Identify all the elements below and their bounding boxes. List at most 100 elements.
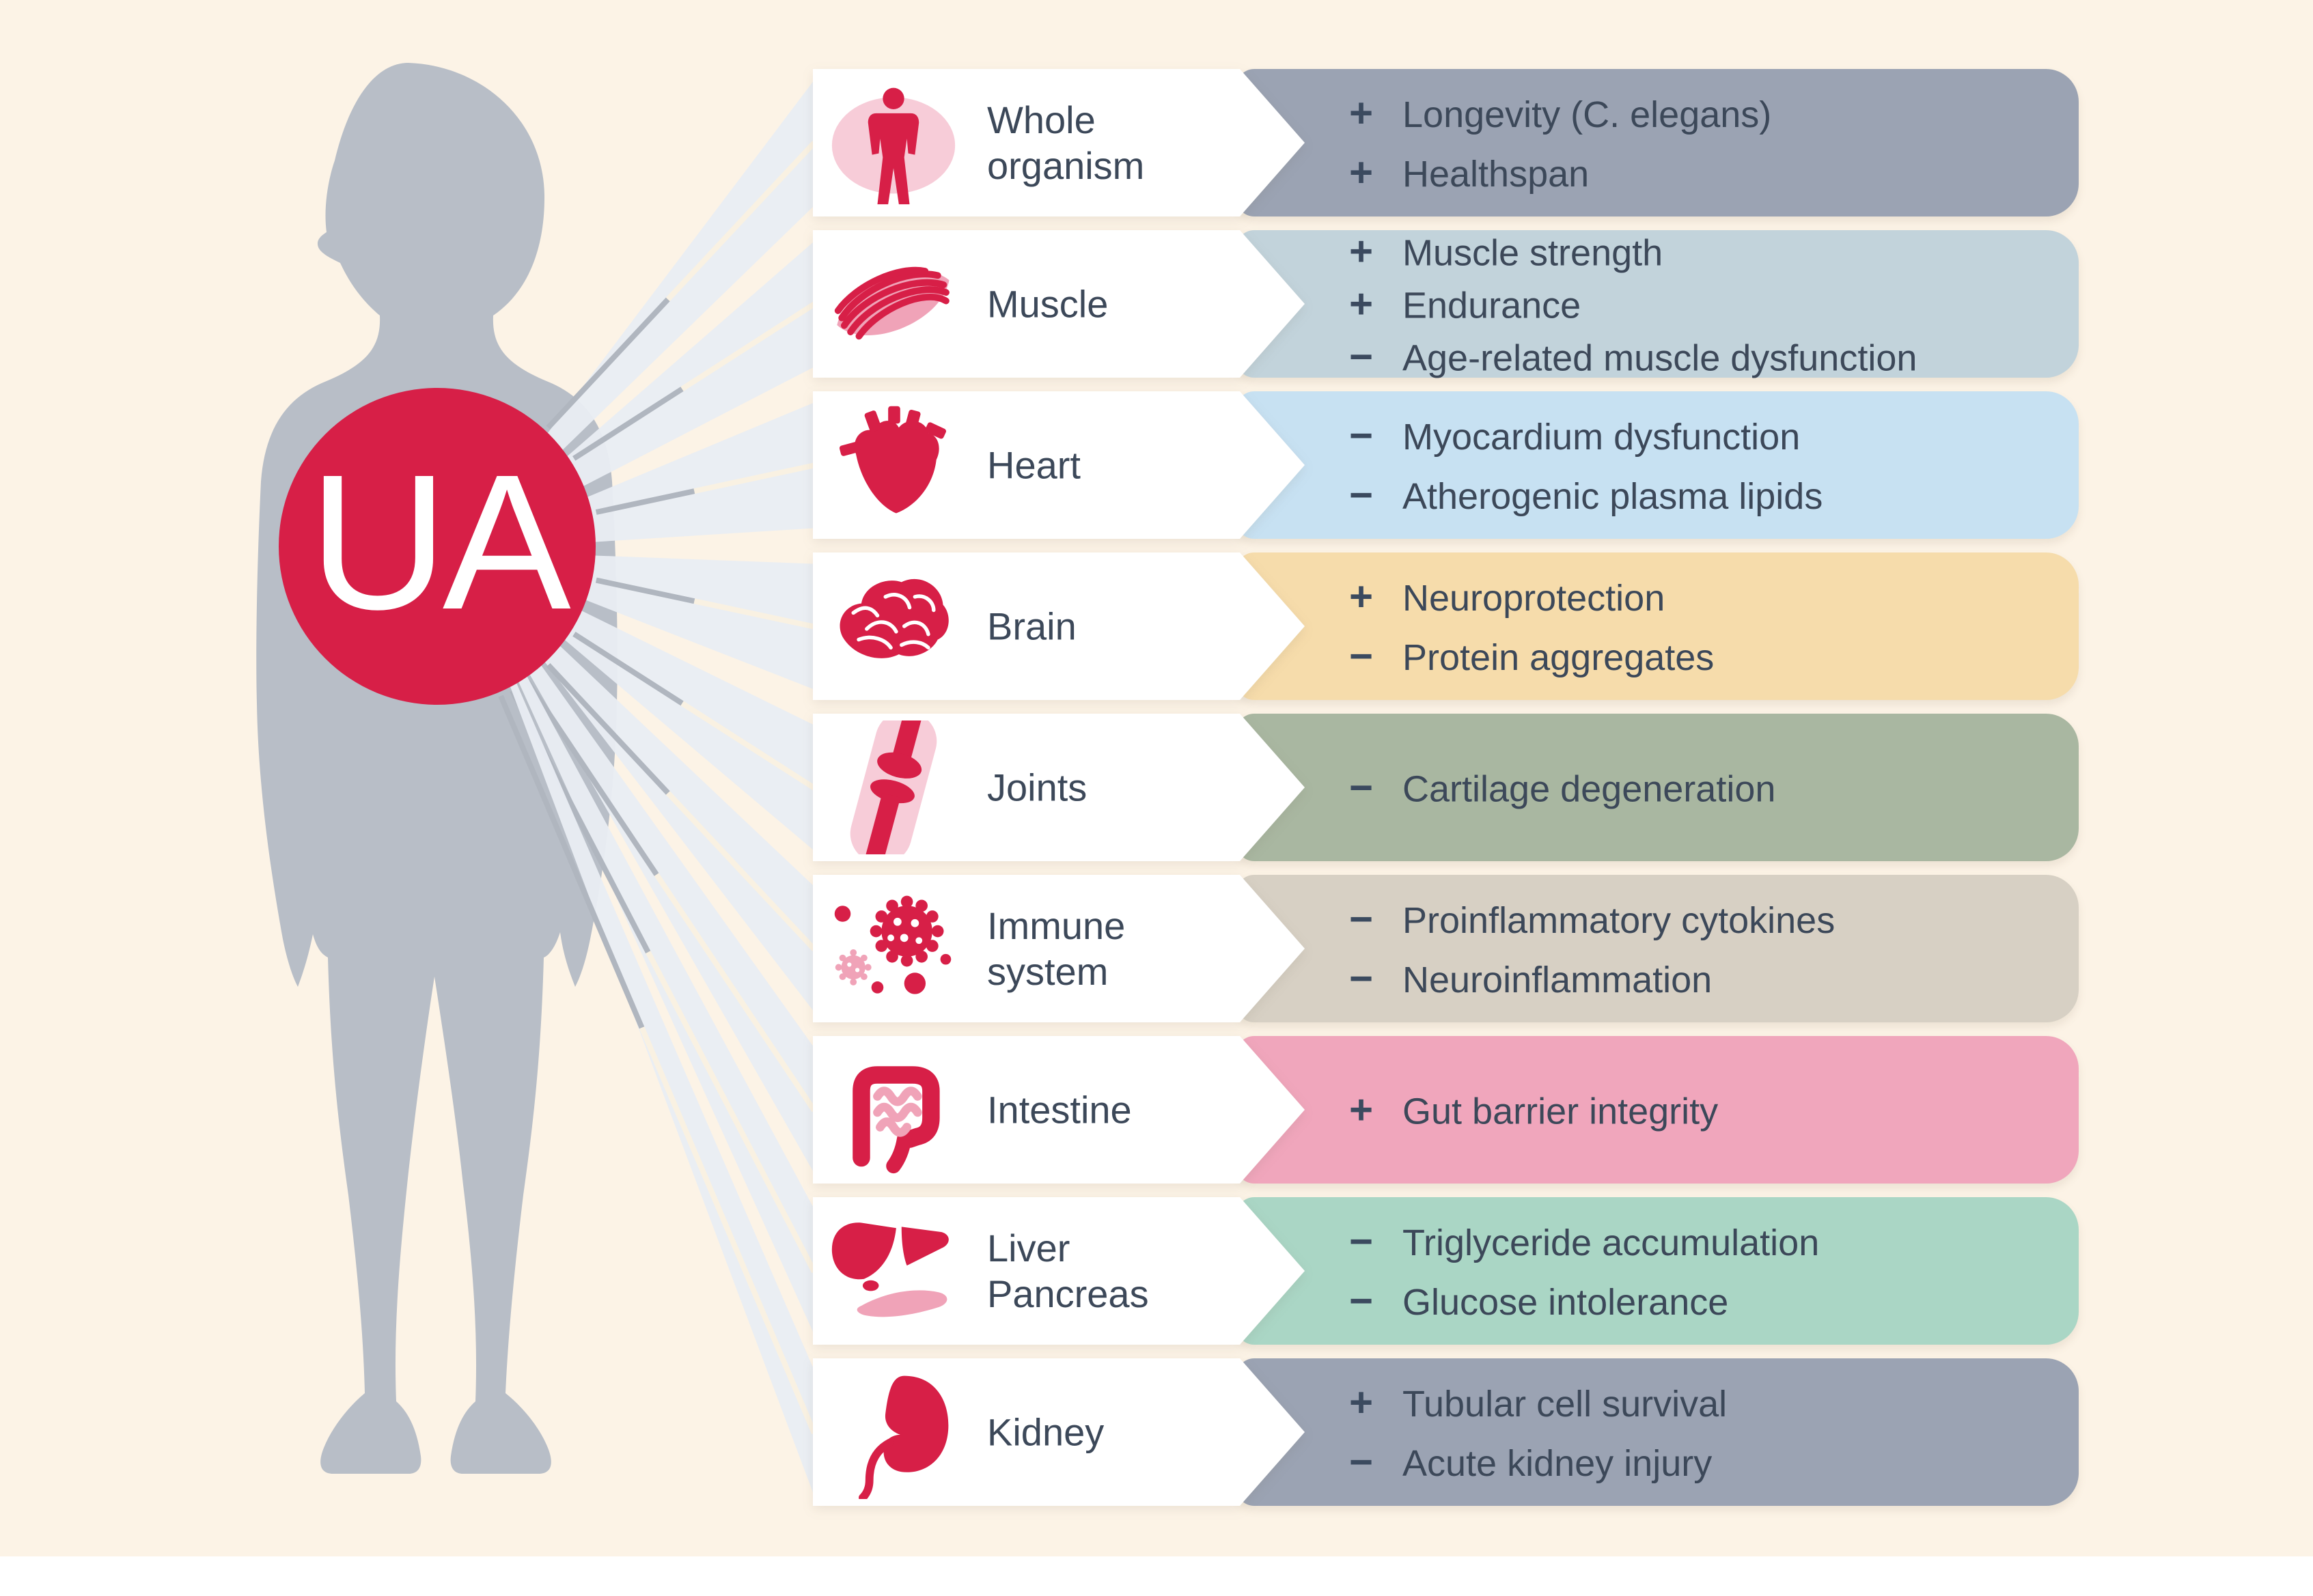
organ-name: Kidney bbox=[987, 1410, 1105, 1454]
effect-list: −Myocardium dysfunction −Atherogenic plas… bbox=[1349, 412, 2045, 518]
organ-name: Immune system bbox=[987, 904, 1126, 993]
organ-label-box bbox=[813, 1197, 1305, 1345]
ray-line bbox=[572, 387, 684, 461]
effect-item: −Acute kidney injury bbox=[1349, 1438, 2045, 1485]
ray-line bbox=[680, 301, 816, 391]
ray-line bbox=[546, 297, 670, 430]
joint-icon bbox=[825, 719, 962, 856]
effect-list: + Muscle strength + Endurance −Age-related m… bbox=[1349, 228, 2045, 380]
effect-bar bbox=[1236, 1197, 2079, 1345]
kidney-icon bbox=[825, 1364, 962, 1500]
ray-beam bbox=[459, 550, 814, 1174]
plus-sign: + bbox=[1349, 281, 1374, 327]
immune-cells-icon bbox=[825, 880, 962, 1017]
ray-line bbox=[693, 462, 815, 494]
ray-line bbox=[680, 701, 816, 791]
ray-line bbox=[546, 663, 670, 795]
effect-text: Endurance bbox=[1402, 285, 1581, 326]
ray-line bbox=[639, 1026, 817, 1435]
ray-line bbox=[572, 632, 684, 706]
plus-sign: + bbox=[1349, 228, 1374, 275]
ray-line bbox=[646, 951, 817, 1274]
plus-sign: + bbox=[1349, 1087, 1374, 1133]
effect-item: + Endurance bbox=[1349, 281, 2045, 328]
minus-sign: − bbox=[1349, 1278, 1374, 1324]
human-icon bbox=[825, 74, 962, 211]
organ-name: Heart bbox=[987, 443, 1081, 487]
brain-icon bbox=[825, 558, 962, 695]
effect-text: Neuroinflammation bbox=[1402, 960, 1713, 1000]
organ-name: Liver Pancreas bbox=[987, 1226, 1149, 1315]
effect-bar bbox=[1236, 1036, 2079, 1184]
effect-item: −Glucose intolerance bbox=[1349, 1277, 2045, 1324]
effect-list: −Triglyceride accumulation −Glucose intol… bbox=[1349, 1218, 2045, 1324]
minus-sign: − bbox=[1349, 896, 1374, 942]
effect-bar bbox=[1236, 1358, 2079, 1506]
effect-text: Neuroprotection bbox=[1402, 578, 1665, 619]
effect-item: + Longevity (C. elegans) bbox=[1349, 89, 2045, 137]
ray-beam bbox=[459, 550, 814, 1335]
ray-line bbox=[654, 873, 817, 1112]
effect-item: −Proinflammatory cytokines bbox=[1349, 895, 2045, 942]
effect-list: −Cartilage degeneration bbox=[1349, 764, 2045, 811]
ray-line bbox=[665, 141, 816, 302]
minus-sign: − bbox=[1349, 1218, 1374, 1264]
effect-item: −Age-related muscle dysfunction bbox=[1349, 333, 2045, 380]
effect-text: Proinflammatory cytokines bbox=[1402, 900, 1836, 941]
effect-item: −Triglyceride accumulation bbox=[1349, 1218, 2045, 1265]
organ-row: Muscle+Muscle strength+Endurance−Age-rel… bbox=[813, 228, 2079, 380]
ray-line bbox=[595, 577, 695, 604]
effect-item: −Atherogenic plasma lipids bbox=[1349, 471, 2045, 518]
effect-item: + Muscle strength bbox=[1349, 228, 2045, 275]
minus-sign: − bbox=[1349, 764, 1374, 811]
ray-beam bbox=[459, 550, 814, 1496]
organ-row: Liver Pancreas −Triglyceride accumulation… bbox=[813, 1197, 2079, 1345]
effect-text: Healthspan bbox=[1402, 154, 1590, 195]
heart-icon bbox=[825, 397, 962, 533]
ray-beam bbox=[459, 402, 814, 550]
effect-text: Longevity (C. elegans) bbox=[1402, 94, 1772, 135]
effect-text: Acute kidney injury bbox=[1402, 1443, 1713, 1484]
organ-row: Kidney + Tubular cell survival −Acute kidne… bbox=[813, 1358, 2079, 1506]
effect-text: Triglyceride accumulation bbox=[1402, 1222, 1820, 1263]
effect-list: −Proinflammatory cytokines−Neuroinflamma… bbox=[1349, 895, 2045, 1002]
organ-row: Heart −Myocardium dysfunction −Atherogenic… bbox=[813, 391, 2079, 539]
plus-sign: + bbox=[1349, 90, 1374, 136]
plus-sign: + bbox=[1349, 574, 1374, 619]
liver-pancreas-icon bbox=[825, 1203, 962, 1339]
effect-bar bbox=[1236, 230, 2079, 378]
organ-label-arrow-box bbox=[813, 1197, 1305, 1345]
organ-row: Whole organism + Longevity (C. elegans) + He… bbox=[813, 69, 2079, 216]
organ-name: Brain bbox=[987, 604, 1077, 648]
effect-item: −Myocardium dysfunction bbox=[1349, 412, 2045, 459]
muscle-icon bbox=[825, 236, 962, 372]
effect-item: −Cartilage degeneration bbox=[1349, 764, 2045, 811]
intestine-icon bbox=[825, 1041, 962, 1178]
effect-text: Tubular cell survival bbox=[1402, 1384, 1728, 1425]
effect-bar bbox=[1236, 552, 2079, 700]
effect-item: + Tubular cell survival bbox=[1349, 1379, 2045, 1426]
ray-beam bbox=[459, 241, 814, 550]
effect-bar bbox=[1236, 391, 2079, 539]
effect-text: Myocardium dysfunction bbox=[1402, 417, 1801, 458]
organ-name: Joints bbox=[987, 766, 1088, 809]
effect-list: + Longevity (C. elegans) + Healthspan bbox=[1349, 89, 2045, 196]
ray-line bbox=[595, 488, 695, 515]
ua-hub-label: UA bbox=[309, 434, 571, 649]
ray-line bbox=[525, 680, 659, 876]
organ-row: Immune system−Proinflammatory cytokines−… bbox=[813, 875, 2079, 1022]
effect-item: −Protein aggregates bbox=[1349, 632, 2045, 680]
minus-sign: − bbox=[1349, 955, 1374, 1001]
effect-bar bbox=[1236, 714, 2079, 861]
organ-name: Whole organism bbox=[987, 98, 1145, 187]
plus-sign: + bbox=[1349, 1380, 1374, 1425]
ray-line bbox=[665, 791, 816, 951]
ua-hub-badge: UA bbox=[279, 388, 596, 705]
plus-sign: + bbox=[1349, 150, 1374, 195]
minus-sign: − bbox=[1349, 472, 1374, 518]
effect-text: Muscle strength bbox=[1402, 232, 1663, 274]
ray-line bbox=[498, 695, 645, 1029]
effect-item: + Healthspan bbox=[1349, 149, 2045, 196]
effect-text: Age-related muscle dysfunction bbox=[1402, 337, 1917, 379]
